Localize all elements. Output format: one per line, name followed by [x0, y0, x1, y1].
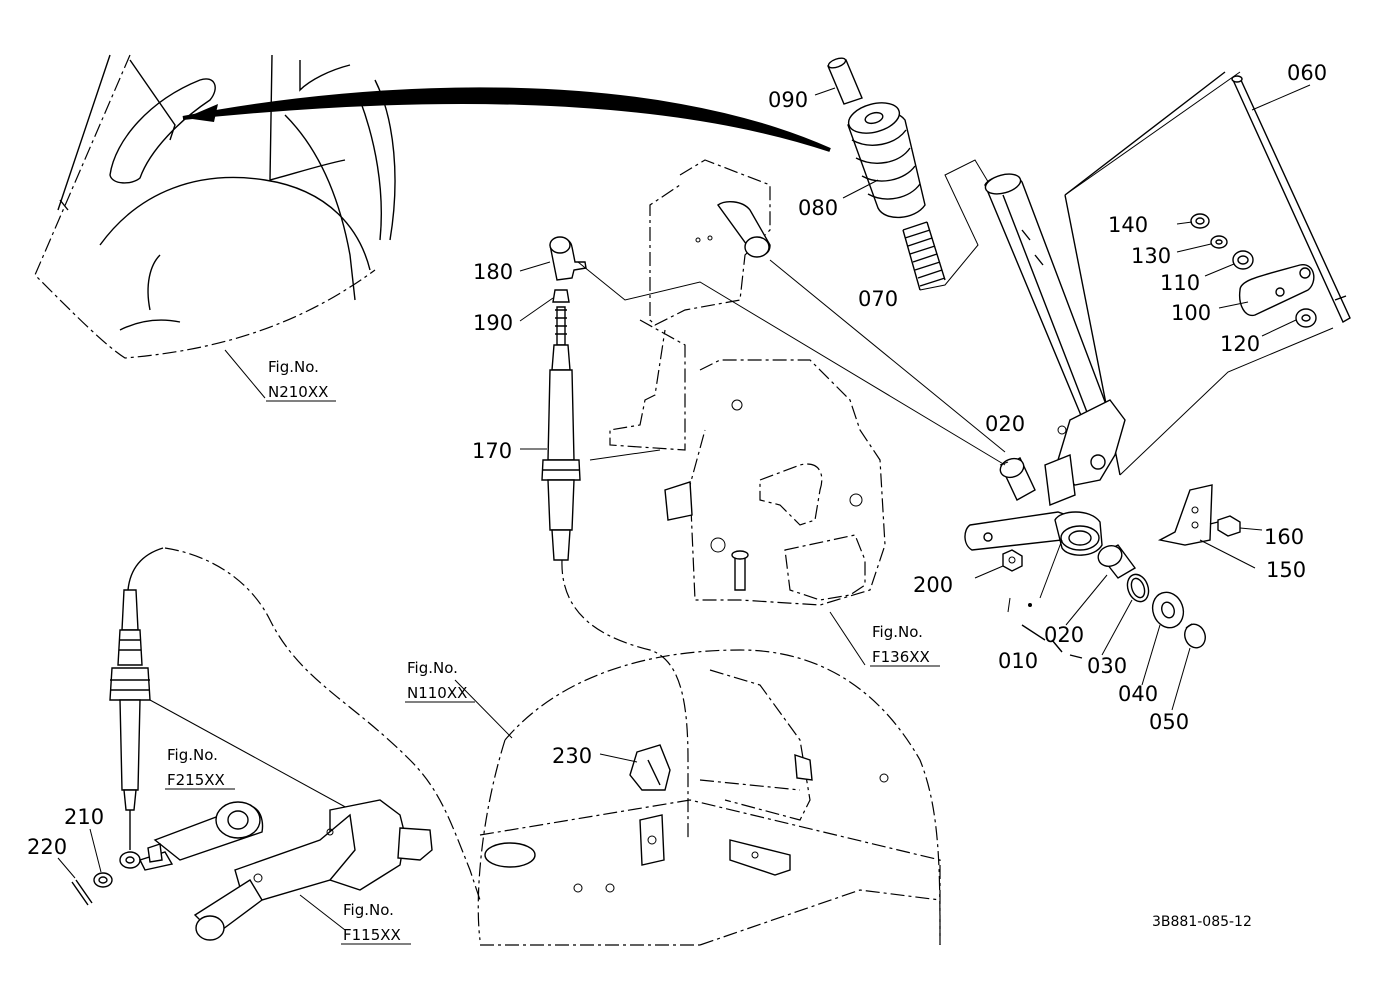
- ref-n210-caption: Fig.No.: [268, 358, 319, 376]
- label-220: 220: [27, 835, 67, 859]
- label-090: 090: [768, 88, 808, 112]
- label-160: 160: [1264, 525, 1304, 549]
- ref-n110-code: N110XX: [407, 684, 467, 702]
- bushing-020-upper: [999, 457, 1036, 501]
- ref-f215-code: F215XX: [167, 771, 225, 789]
- label-040: 040: [1118, 682, 1158, 706]
- cable-170: [541, 236, 1006, 840]
- label-200: 200: [913, 573, 953, 597]
- label-010: 010: [998, 649, 1038, 673]
- nut-200: [1002, 549, 1023, 572]
- washer-130: [1210, 235, 1228, 249]
- label-170: 170: [472, 439, 512, 463]
- label-120: 120: [1220, 332, 1260, 356]
- label-030: 030: [1087, 654, 1127, 678]
- label-230: 230: [552, 744, 592, 768]
- label-140: 140: [1108, 213, 1148, 237]
- figure-references: Fig.No. N210XX Fig.No. F136XX Fig.No. N1…: [165, 358, 940, 945]
- ref-f136-code: F136XX: [872, 648, 930, 666]
- lever-knob-assembly: [827, 57, 991, 291]
- bracket-assembly-f136: [609, 159, 886, 666]
- label-190: 190: [473, 311, 513, 335]
- label-020-lower: 020: [1044, 623, 1084, 647]
- leader-lines: [57, 84, 1311, 879]
- label-210: 210: [64, 805, 104, 829]
- shift-lever-010: [964, 173, 1126, 659]
- ref-f136-caption: Fig.No.: [872, 623, 923, 641]
- ref-n110-caption: Fig.No.: [407, 659, 458, 677]
- ref-f115-code: F115XX: [343, 926, 401, 944]
- part-labels: 090 080 070 060 140 130 110 100 120 020 …: [27, 61, 1327, 859]
- label-100: 100: [1171, 301, 1211, 325]
- label-060: 060: [1287, 61, 1327, 85]
- label-110: 110: [1160, 271, 1200, 295]
- ref-n210-code: N210XX: [268, 383, 328, 401]
- bushing-020-lower: [1097, 544, 1137, 579]
- label-080: 080: [798, 196, 838, 220]
- washer-040: [1151, 591, 1185, 629]
- washer-140: [1190, 213, 1210, 229]
- floor-panel-n110: [454, 649, 941, 946]
- bracket-150: [1157, 484, 1213, 546]
- ref-f215-caption: Fig.No.: [167, 746, 218, 764]
- spring-070: [902, 221, 946, 291]
- clip-030: [1126, 573, 1150, 603]
- clip-230: [629, 744, 671, 791]
- lower-linkage: [71, 547, 481, 941]
- snap-ring-050: [1184, 623, 1206, 649]
- label-150: 150: [1266, 558, 1306, 582]
- ref-f115-caption: Fig.No.: [343, 901, 394, 919]
- label-180: 180: [473, 260, 513, 284]
- drawing-code: 3B881-085-12: [1152, 914, 1252, 930]
- washer-120: [1295, 308, 1317, 328]
- lever-060: [1064, 71, 1351, 476]
- bolt-160: [1209, 515, 1241, 537]
- cabin-inset-view: [34, 54, 831, 399]
- nut-110: [1232, 250, 1254, 270]
- label-130: 130: [1131, 244, 1171, 268]
- label-020-upper: 020: [985, 412, 1025, 436]
- label-070: 070: [858, 287, 898, 311]
- plate-100: [1238, 264, 1315, 317]
- label-050: 050: [1149, 710, 1189, 734]
